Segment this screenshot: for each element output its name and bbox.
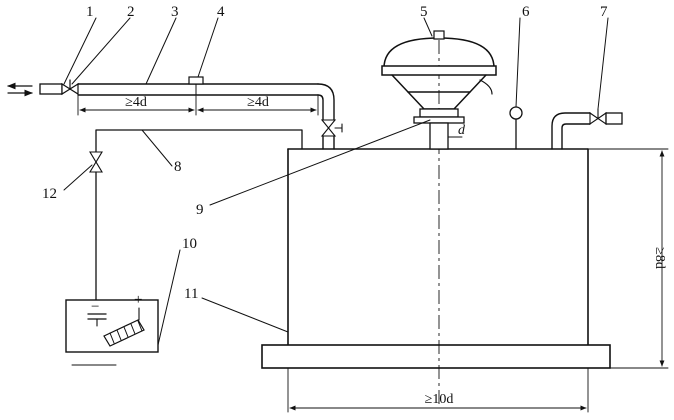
dimension-label-width: ≥10d	[425, 392, 454, 407]
callout-4: 4	[217, 4, 225, 20]
breather-valve: d	[381, 30, 497, 150]
meter-positive-label: +	[134, 292, 142, 308]
pipe-length-dimensions: ≥4d ≥4d	[77, 95, 319, 116]
meter-negative-label: −	[91, 299, 99, 315]
callout-6: 6	[522, 4, 530, 20]
dimension-label-diameter: d	[458, 123, 466, 138]
pressure-tap-fitting	[188, 76, 204, 85]
dimension-label-pipe-2: ≥4d	[247, 95, 269, 110]
callout-9: 9	[196, 202, 204, 218]
tank-dimensions: ≥8d ≥10d	[287, 148, 669, 413]
inlet-valve	[39, 79, 79, 96]
callout-5: 5	[420, 4, 428, 20]
tank	[261, 148, 611, 369]
callout-12: 12	[42, 186, 57, 202]
dimension-label-height: ≥8d	[652, 247, 667, 269]
pipe-elbow	[317, 83, 343, 150]
grounding-circuit: − +	[65, 129, 303, 366]
callout-3: 3	[171, 4, 179, 20]
callout-leaders	[63, 17, 609, 346]
callout-1: 1	[86, 4, 94, 20]
tank-base-plate	[261, 344, 611, 369]
outlet-pipe-valve	[551, 108, 623, 150]
callout-numbers: 1 2 3 4 5 6 7 8 9 10 11 12	[42, 4, 608, 302]
callout-11: 11	[184, 286, 198, 302]
horizontal-pipe	[77, 76, 319, 96]
dimension-label-pipe-1: ≥4d	[125, 95, 147, 110]
pressure-gauge	[509, 106, 523, 150]
callout-8: 8	[174, 159, 182, 175]
flow-direction-arrows	[7, 82, 33, 97]
callout-2: 2	[127, 4, 135, 20]
callout-7: 7	[600, 4, 608, 20]
callout-10: 10	[182, 236, 197, 252]
